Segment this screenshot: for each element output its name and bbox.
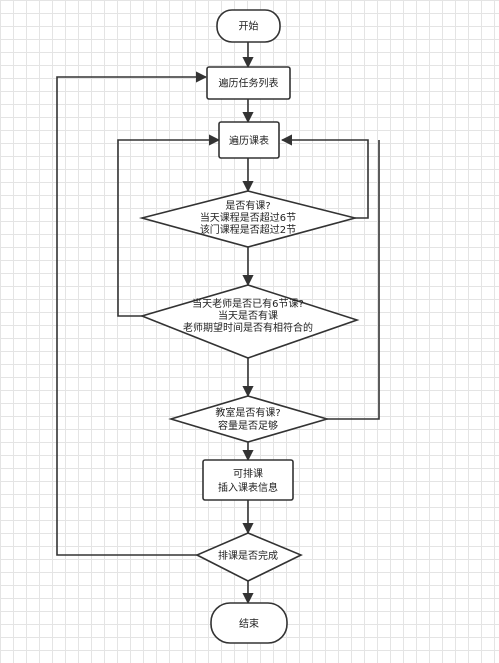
end-node: 结束: [210, 602, 288, 644]
check1-line-3: 该门课程是否超过2节: [200, 223, 296, 236]
traverse-schedule-node: 遍历课表: [218, 121, 280, 159]
check2-line-3: 老师期望时间是否有相符合的: [183, 321, 313, 334]
check2-line-2: 当天是否有课: [218, 309, 278, 322]
end-label: 结束: [239, 617, 259, 630]
check1-decision: 是否有课? 当天课程是否超过6节 该门课程是否超过2节: [138, 190, 359, 248]
check3-line-2: 容量是否足够: [218, 419, 278, 432]
start-node: 开始: [216, 9, 281, 43]
check1-line-2: 当天课程是否超过6节: [200, 211, 296, 224]
loop-check2-to-schedule: [117, 134, 221, 317]
loop-check3-to-schedule: [327, 140, 380, 420]
schedulable-line-1: 可排课: [233, 467, 263, 480]
loop-check1-to-schedule: [280, 134, 369, 219]
traverse-schedule-label: 遍历课表: [229, 134, 269, 147]
schedulable-line-2: 插入课表信息: [218, 481, 278, 494]
check2-line-1: 当天老师是否已有6节课?: [192, 297, 304, 310]
traverse-tasks-label: 遍历任务列表: [219, 77, 279, 90]
traverse-tasks-node: 遍历任务列表: [206, 66, 291, 100]
check3-line-1: 教室是否有课?: [215, 406, 280, 419]
connectors: [56, 42, 380, 605]
start-label: 开始: [239, 20, 259, 33]
loop-done-to-tasks: [56, 71, 208, 556]
schedulable-node: 可排课 插入课表信息: [202, 459, 294, 501]
check2-decision: 当天老师是否已有6节课? 当天是否有课 老师期望时间是否有相符合的: [139, 284, 360, 359]
check1-line-1: 是否有课?: [225, 199, 270, 212]
check3-decision: 教室是否有课? 容量是否足够: [168, 395, 330, 443]
done-check-decision: 排课是否完成: [195, 532, 303, 582]
done-check-label: 排课是否完成: [218, 549, 278, 562]
